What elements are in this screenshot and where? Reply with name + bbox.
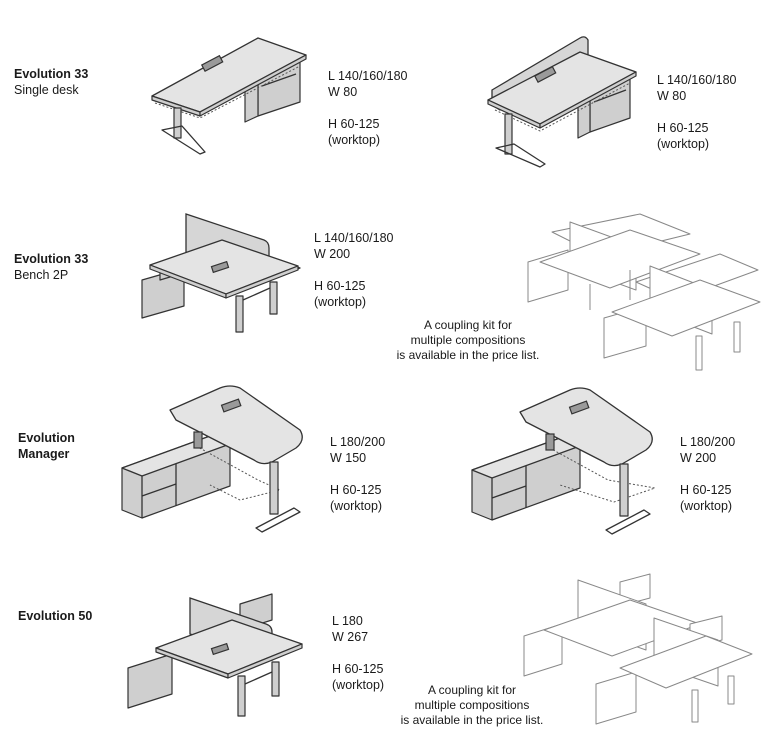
- spec-evolution33-single-a: L 140/160/180 W 80 H 60-125 (worktop): [328, 69, 408, 147]
- spec-evolution-manager-b: L 180/200 W 200 H 60-125 (worktop): [680, 435, 736, 513]
- coupling-kit-note-2: A coupling kit for multiple compositions…: [400, 683, 544, 727]
- coupling-kit-note-1: A coupling kit for multiple compositions…: [396, 318, 540, 362]
- spec-evolution33-bench: L 140/160/180 W 200 H 60-125 (worktop): [314, 231, 394, 309]
- spec-evolution50: L 180 W 267 H 60-125 (worktop): [332, 614, 385, 692]
- spec-evolution33-single-b: L 140/160/180 W 80 H 60-125 (worktop): [657, 73, 737, 151]
- product-title-evolution50: Evolution 50: [18, 609, 93, 623]
- spec-evolution-manager-a: L 180/200 W 150 H 60-125 (worktop): [330, 435, 386, 513]
